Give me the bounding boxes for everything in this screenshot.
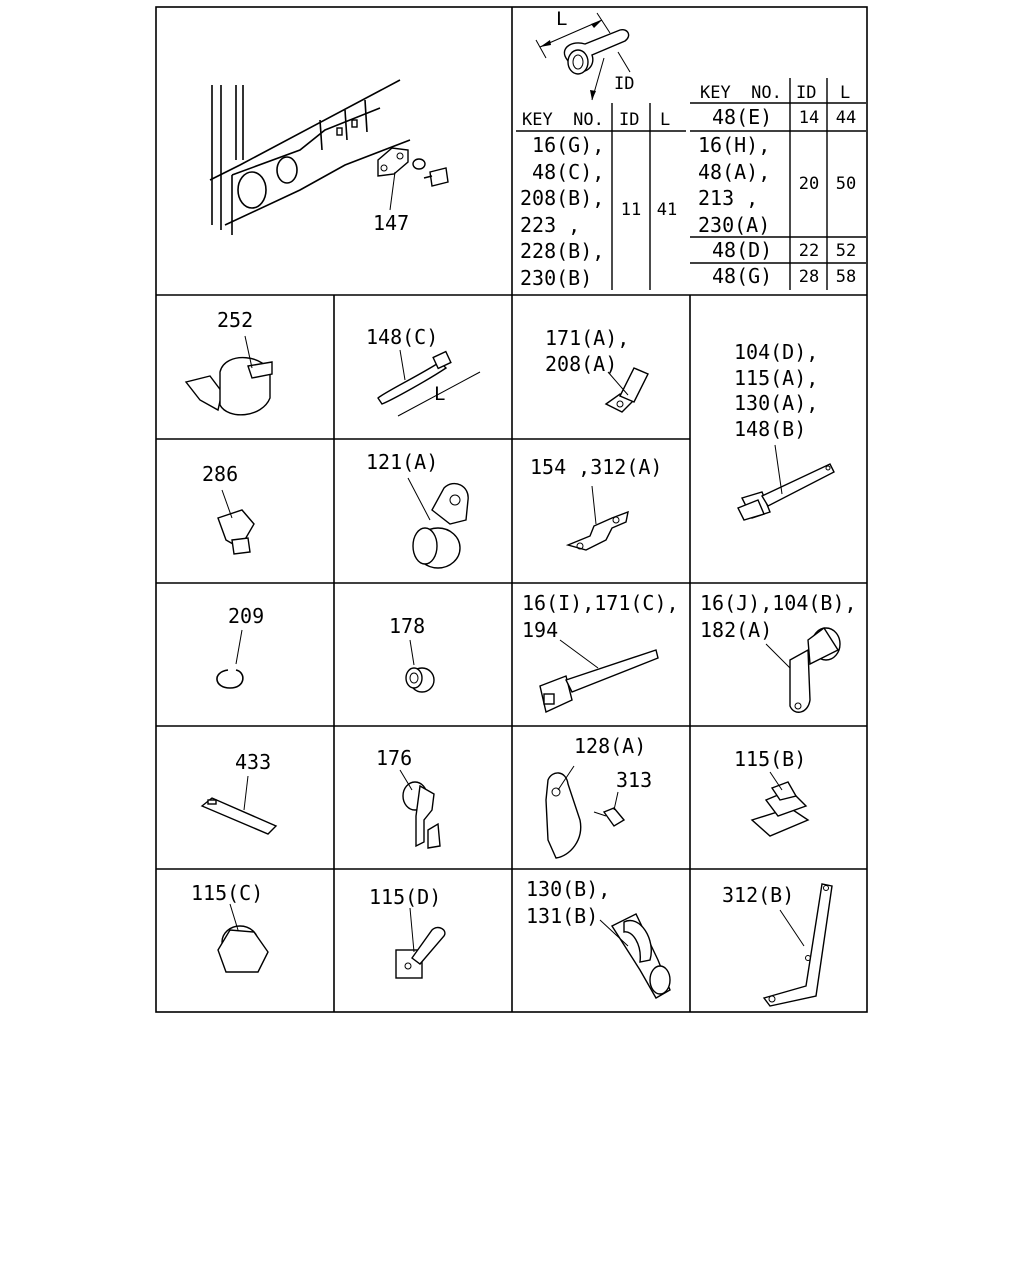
part-148c-drawing bbox=[377, 349, 481, 417]
callout-128a: 128(A) bbox=[574, 734, 647, 758]
part-115c-drawing bbox=[217, 903, 269, 973]
part-115d-drawing bbox=[395, 907, 446, 979]
part-171a-drawing bbox=[604, 367, 649, 413]
callout-115c: 115(C) bbox=[191, 881, 264, 905]
part-130b-drawing bbox=[599, 913, 671, 999]
dimension-id-top: ID bbox=[614, 74, 635, 94]
table-right-id-row-2: 20 bbox=[798, 174, 820, 194]
grid-lines bbox=[155, 6, 868, 1013]
table-right-id-row-1: 14 bbox=[798, 108, 820, 128]
part-209-drawing bbox=[216, 629, 244, 689]
table-right-key-row-1: 48(E) bbox=[712, 105, 773, 129]
part-128a-drawing bbox=[545, 765, 626, 859]
callout-286: 286 bbox=[202, 462, 239, 486]
table-right-l-row-4: 58 bbox=[835, 267, 857, 287]
table-right-lines bbox=[690, 78, 866, 290]
part-154-drawing bbox=[565, 485, 629, 551]
frame-rail-drawing bbox=[209, 79, 449, 235]
dimension-l-top: L bbox=[556, 8, 568, 30]
clip-dimension-sketch bbox=[535, 12, 631, 101]
table-right-key-row-4: 48(G) bbox=[712, 264, 773, 288]
callout-433: 433 bbox=[235, 750, 272, 774]
callout-16j: 16(J),104(B), 182(A) bbox=[700, 591, 857, 642]
table-left-header-l: L bbox=[660, 110, 671, 130]
table-right-l-row-2: 50 bbox=[835, 174, 857, 194]
table-right-header-l: L bbox=[840, 83, 851, 103]
table-right-header-key: KEY NO. bbox=[700, 83, 782, 103]
table-left-header-key: KEY NO. bbox=[522, 110, 604, 130]
callout-178: 178 bbox=[389, 614, 426, 638]
table-left-id-value: 11 bbox=[620, 200, 642, 220]
part-286-drawing bbox=[217, 489, 255, 555]
callout-171a: 171(A), 208(A) bbox=[545, 326, 630, 376]
table-right-l-row-3: 52 bbox=[835, 241, 857, 261]
callout-130b: 130(B), 131(B) bbox=[526, 877, 611, 928]
callout-312b: 312(B) bbox=[722, 883, 795, 907]
table-left-header-id: ID bbox=[619, 110, 640, 130]
table-left-l-value: 41 bbox=[656, 200, 678, 220]
part-16i-drawing bbox=[539, 639, 659, 713]
part-252-drawing bbox=[184, 335, 273, 416]
callout-115d: 115(D) bbox=[369, 885, 442, 909]
part-178-drawing bbox=[405, 639, 435, 693]
table-right-id-row-4: 28 bbox=[798, 267, 820, 287]
callout-176: 176 bbox=[376, 746, 413, 770]
table-right-key-row-2: 16(H), 48(A), 213 , 230(A) bbox=[698, 133, 771, 237]
dimension-l-148c: L bbox=[434, 383, 446, 405]
table-right-key-row-3: 48(D) bbox=[712, 238, 773, 262]
callout-209: 209 bbox=[228, 604, 265, 628]
callout-115b: 115(B) bbox=[734, 747, 807, 771]
table-right-header-id: ID bbox=[796, 83, 817, 103]
part-104d-drawing bbox=[737, 444, 835, 521]
table-right-id-row-3: 22 bbox=[798, 241, 820, 261]
part-115b-drawing bbox=[750, 771, 810, 837]
callout-148c: 148(C) bbox=[366, 325, 439, 349]
part-312b-drawing bbox=[762, 883, 833, 1007]
callout-154: 154 ,312(A) bbox=[530, 455, 663, 479]
table-left-lines bbox=[516, 103, 686, 290]
part-433-drawing bbox=[200, 775, 278, 835]
table-right-l-row-1: 44 bbox=[835, 108, 857, 128]
callout-252: 252 bbox=[217, 308, 254, 332]
part-16j-drawing bbox=[765, 626, 841, 713]
part-176-drawing bbox=[399, 769, 441, 849]
callout-104d: 104(D), 115(A), 130(A), 148(B) bbox=[734, 340, 819, 441]
table-left-keys: 16(G), 48(C), 208(B), 223 , 228(B), 230(… bbox=[520, 133, 605, 290]
callout-16i: 16(I),171(C), 194 bbox=[522, 591, 679, 642]
callout-121a: 121(A) bbox=[366, 450, 439, 474]
part-121a-drawing bbox=[407, 477, 469, 569]
callout-313: 313 bbox=[616, 768, 653, 792]
callout-147: 147 bbox=[373, 211, 410, 235]
